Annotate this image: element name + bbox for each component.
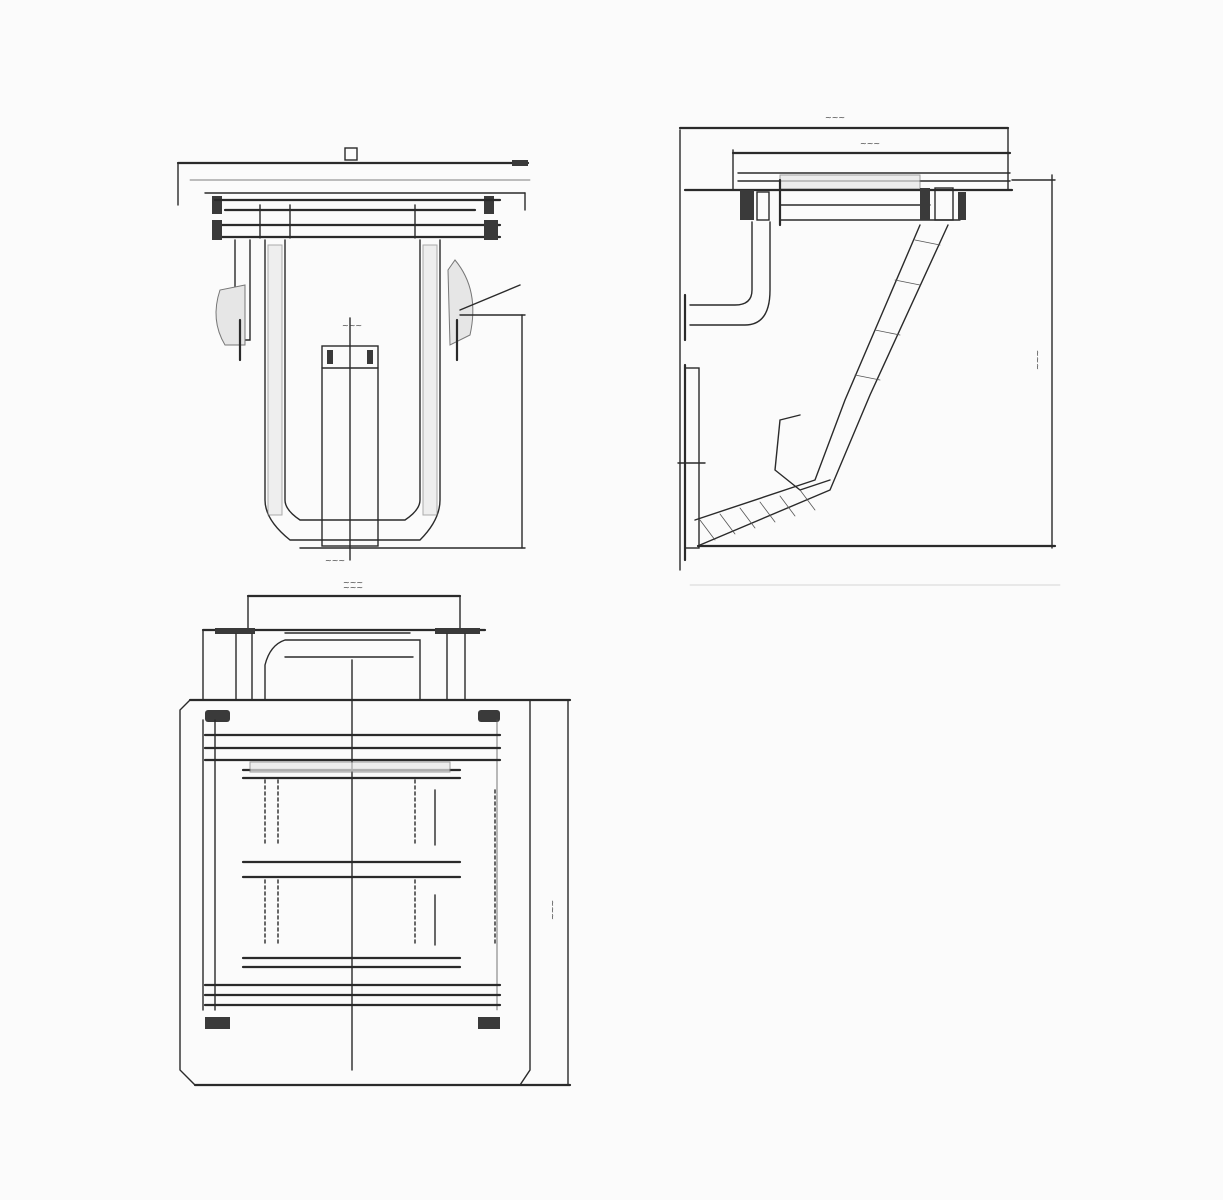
- side-view: ~~~ ~~~: [677, 113, 1061, 586]
- plan-view: ~~~ ~~~: [179, 583, 572, 1087]
- side-top-outer-dimension: ~~~: [825, 113, 845, 122]
- side-top-inner-dimension: ~~~: [860, 139, 880, 148]
- front-bottom-label: ~~~: [343, 578, 363, 587]
- plan-top-dimension: ~~~: [343, 583, 363, 592]
- front-bottom-dimension: ~~~: [325, 556, 345, 565]
- side-height-dimension: ~~~: [1033, 350, 1042, 370]
- column-label: ~~~: [342, 321, 362, 330]
- front-view: ~~~ ~~~ ~~~: [176, 147, 531, 587]
- plan-height-dimension: ~~~: [548, 900, 557, 920]
